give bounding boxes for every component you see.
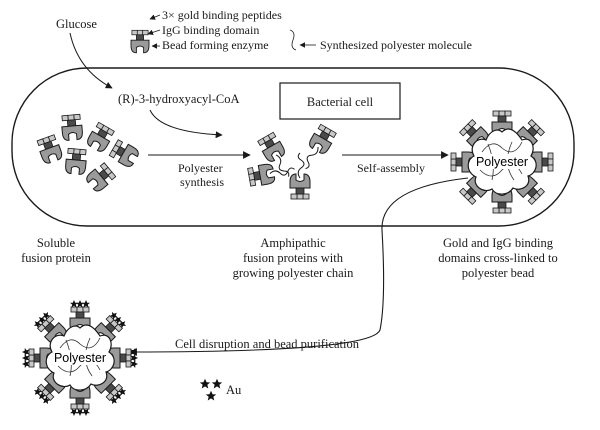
synthesis-label-2: synthesis <box>180 175 224 189</box>
synthesis-label-1: Polyester <box>178 161 223 175</box>
disruption-label: Cell disruption and bead purification <box>175 337 360 351</box>
glucose-label: Glucose <box>56 17 97 31</box>
gold-caption-2: domains cross-linked to <box>438 251 557 265</box>
precursor-label: (R)-3-hydroxyacyl-CoA <box>118 92 240 106</box>
legend-igg-domain: IgG binding domain <box>162 23 259 37</box>
bead-out-label: Polyester <box>54 351 106 365</box>
legend-protein-icon <box>130 29 150 54</box>
amphipathic-caption-1: Amphipathic <box>260 236 326 250</box>
cell-title: Bacterial cell <box>307 95 374 109</box>
precursor-arrow <box>149 109 223 139</box>
purification-arrow <box>129 177 469 356</box>
legend-arrow-gold <box>149 14 161 20</box>
soluble-protein-6 <box>83 161 117 194</box>
legend-brace <box>289 29 297 51</box>
legend-polyester-molecule: Synthesized polyester molecule <box>320 38 472 52</box>
amphipathic-proteins <box>247 124 337 199</box>
polyester-bead-purified: Polyester <box>22 300 138 416</box>
amphipathic-caption-2: fusion proteins with <box>243 251 344 265</box>
soluble-protein-4 <box>64 147 88 176</box>
bacterial-cell-outline <box>11 67 575 227</box>
soluble-protein-2 <box>35 133 65 166</box>
self-assembly-label: Self-assembly <box>357 161 425 175</box>
soluble-caption-2: fusion protein <box>21 251 92 265</box>
soluble-protein-5 <box>108 138 141 170</box>
polyester-bead-cell: Polyester <box>450 110 554 214</box>
bead-cell-label: Polyester <box>476 155 528 169</box>
legend-arrow-igg <box>147 29 161 36</box>
legend-bead-enzyme: Bead forming enzyme <box>162 38 269 52</box>
au-label: Au <box>226 383 242 397</box>
soluble-proteins <box>35 113 141 194</box>
soluble-caption-1: Soluble <box>37 236 76 250</box>
legend-gold-peptides: 3× gold binding peptides <box>162 8 282 22</box>
soluble-protein-1 <box>60 113 84 142</box>
soluble-protein-3 <box>84 121 116 154</box>
glucose-arrow <box>69 32 113 89</box>
cell-title-box <box>279 82 401 120</box>
gold-caption-1: Gold and IgG binding <box>443 236 554 250</box>
amphipathic-caption-3: growing polyester chain <box>233 266 355 280</box>
au-star-icon <box>199 378 223 401</box>
gold-caption-3: polyester bead <box>462 266 535 280</box>
